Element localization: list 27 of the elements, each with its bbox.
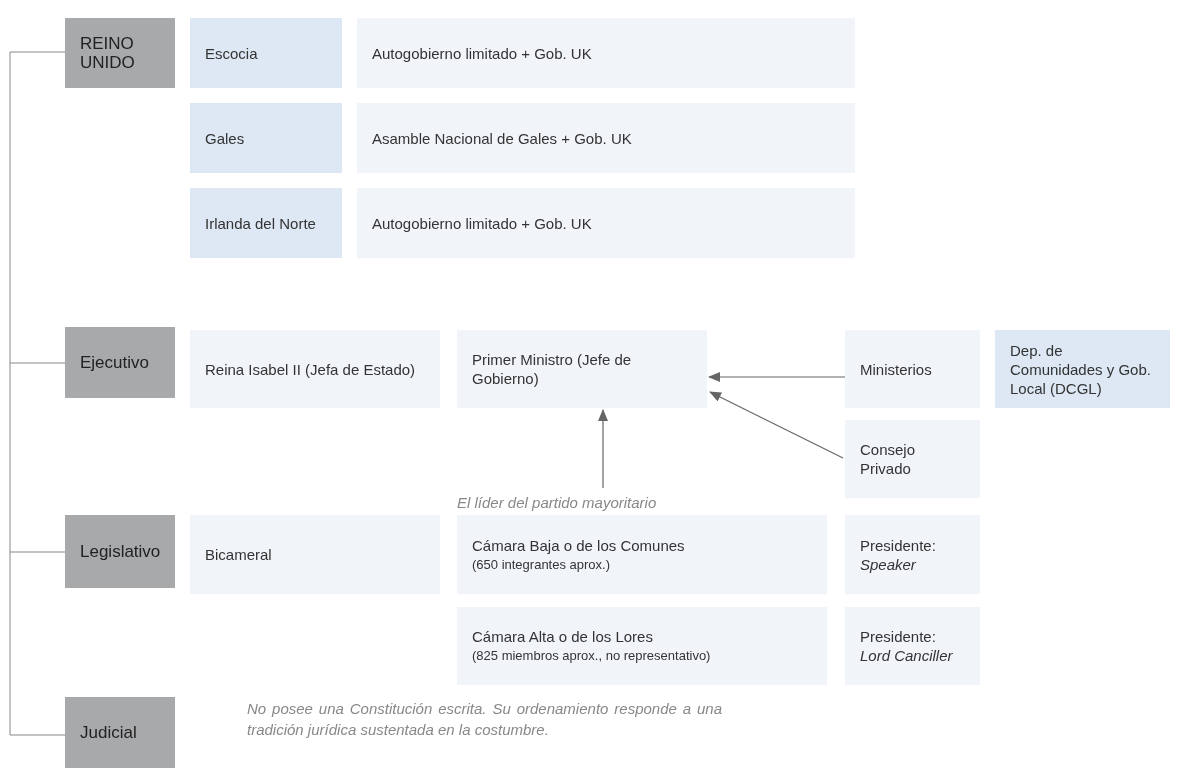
detail-text: (650 integrantes aprox.) <box>472 555 612 574</box>
region-box: Irlanda del Norte <box>190 188 342 258</box>
arrow <box>598 409 608 489</box>
department-box: Dep. de Comunidades y Gob. Local (DCGL) <box>995 330 1170 408</box>
role-box: Primer Ministro (Jefe de Gobierno) <box>457 330 707 408</box>
role-box: Presidente: Speaker <box>845 515 980 594</box>
government-box: Asamble Nacional de Gales + Gob. UK <box>357 103 855 173</box>
region-box: Escocia <box>190 18 342 88</box>
note-text: No posee una Constitución escrita. Su ordenamiento responde a una tradición jurídica sustentada en la costumbre. <box>247 699 722 740</box>
government-box: Autogobierno limitado + Gob. UK <box>357 18 855 88</box>
heading-text: Cámara Alta o de los Lores <box>472 627 654 646</box>
detail-text: (825 miembros aprox., no representativo) <box>472 647 712 665</box>
role-box: Bicameral <box>190 515 440 594</box>
role-box: Reina Isabel II (Jefa de Estado) <box>190 330 440 408</box>
category-box: Judicial <box>65 697 175 768</box>
government-box: Autogobierno limitado + Gob. UK <box>357 188 855 258</box>
arrow <box>709 391 844 459</box>
role-box: Consejo Privado <box>845 420 980 498</box>
category-box: REINO UNIDO <box>65 18 175 88</box>
category-box: Ejecutivo <box>65 327 175 398</box>
arrow <box>708 372 846 382</box>
heading-text: Cámara Baja o de los Comunes <box>472 535 686 555</box>
role-box: Presidente: Lord Canciller <box>845 607 980 685</box>
category-box: Legislativo <box>65 515 175 588</box>
annotation-text: El líder del partido mayoritario <box>457 492 737 512</box>
role-box: Ministerios <box>845 330 980 408</box>
region-box: Gales <box>190 103 342 173</box>
